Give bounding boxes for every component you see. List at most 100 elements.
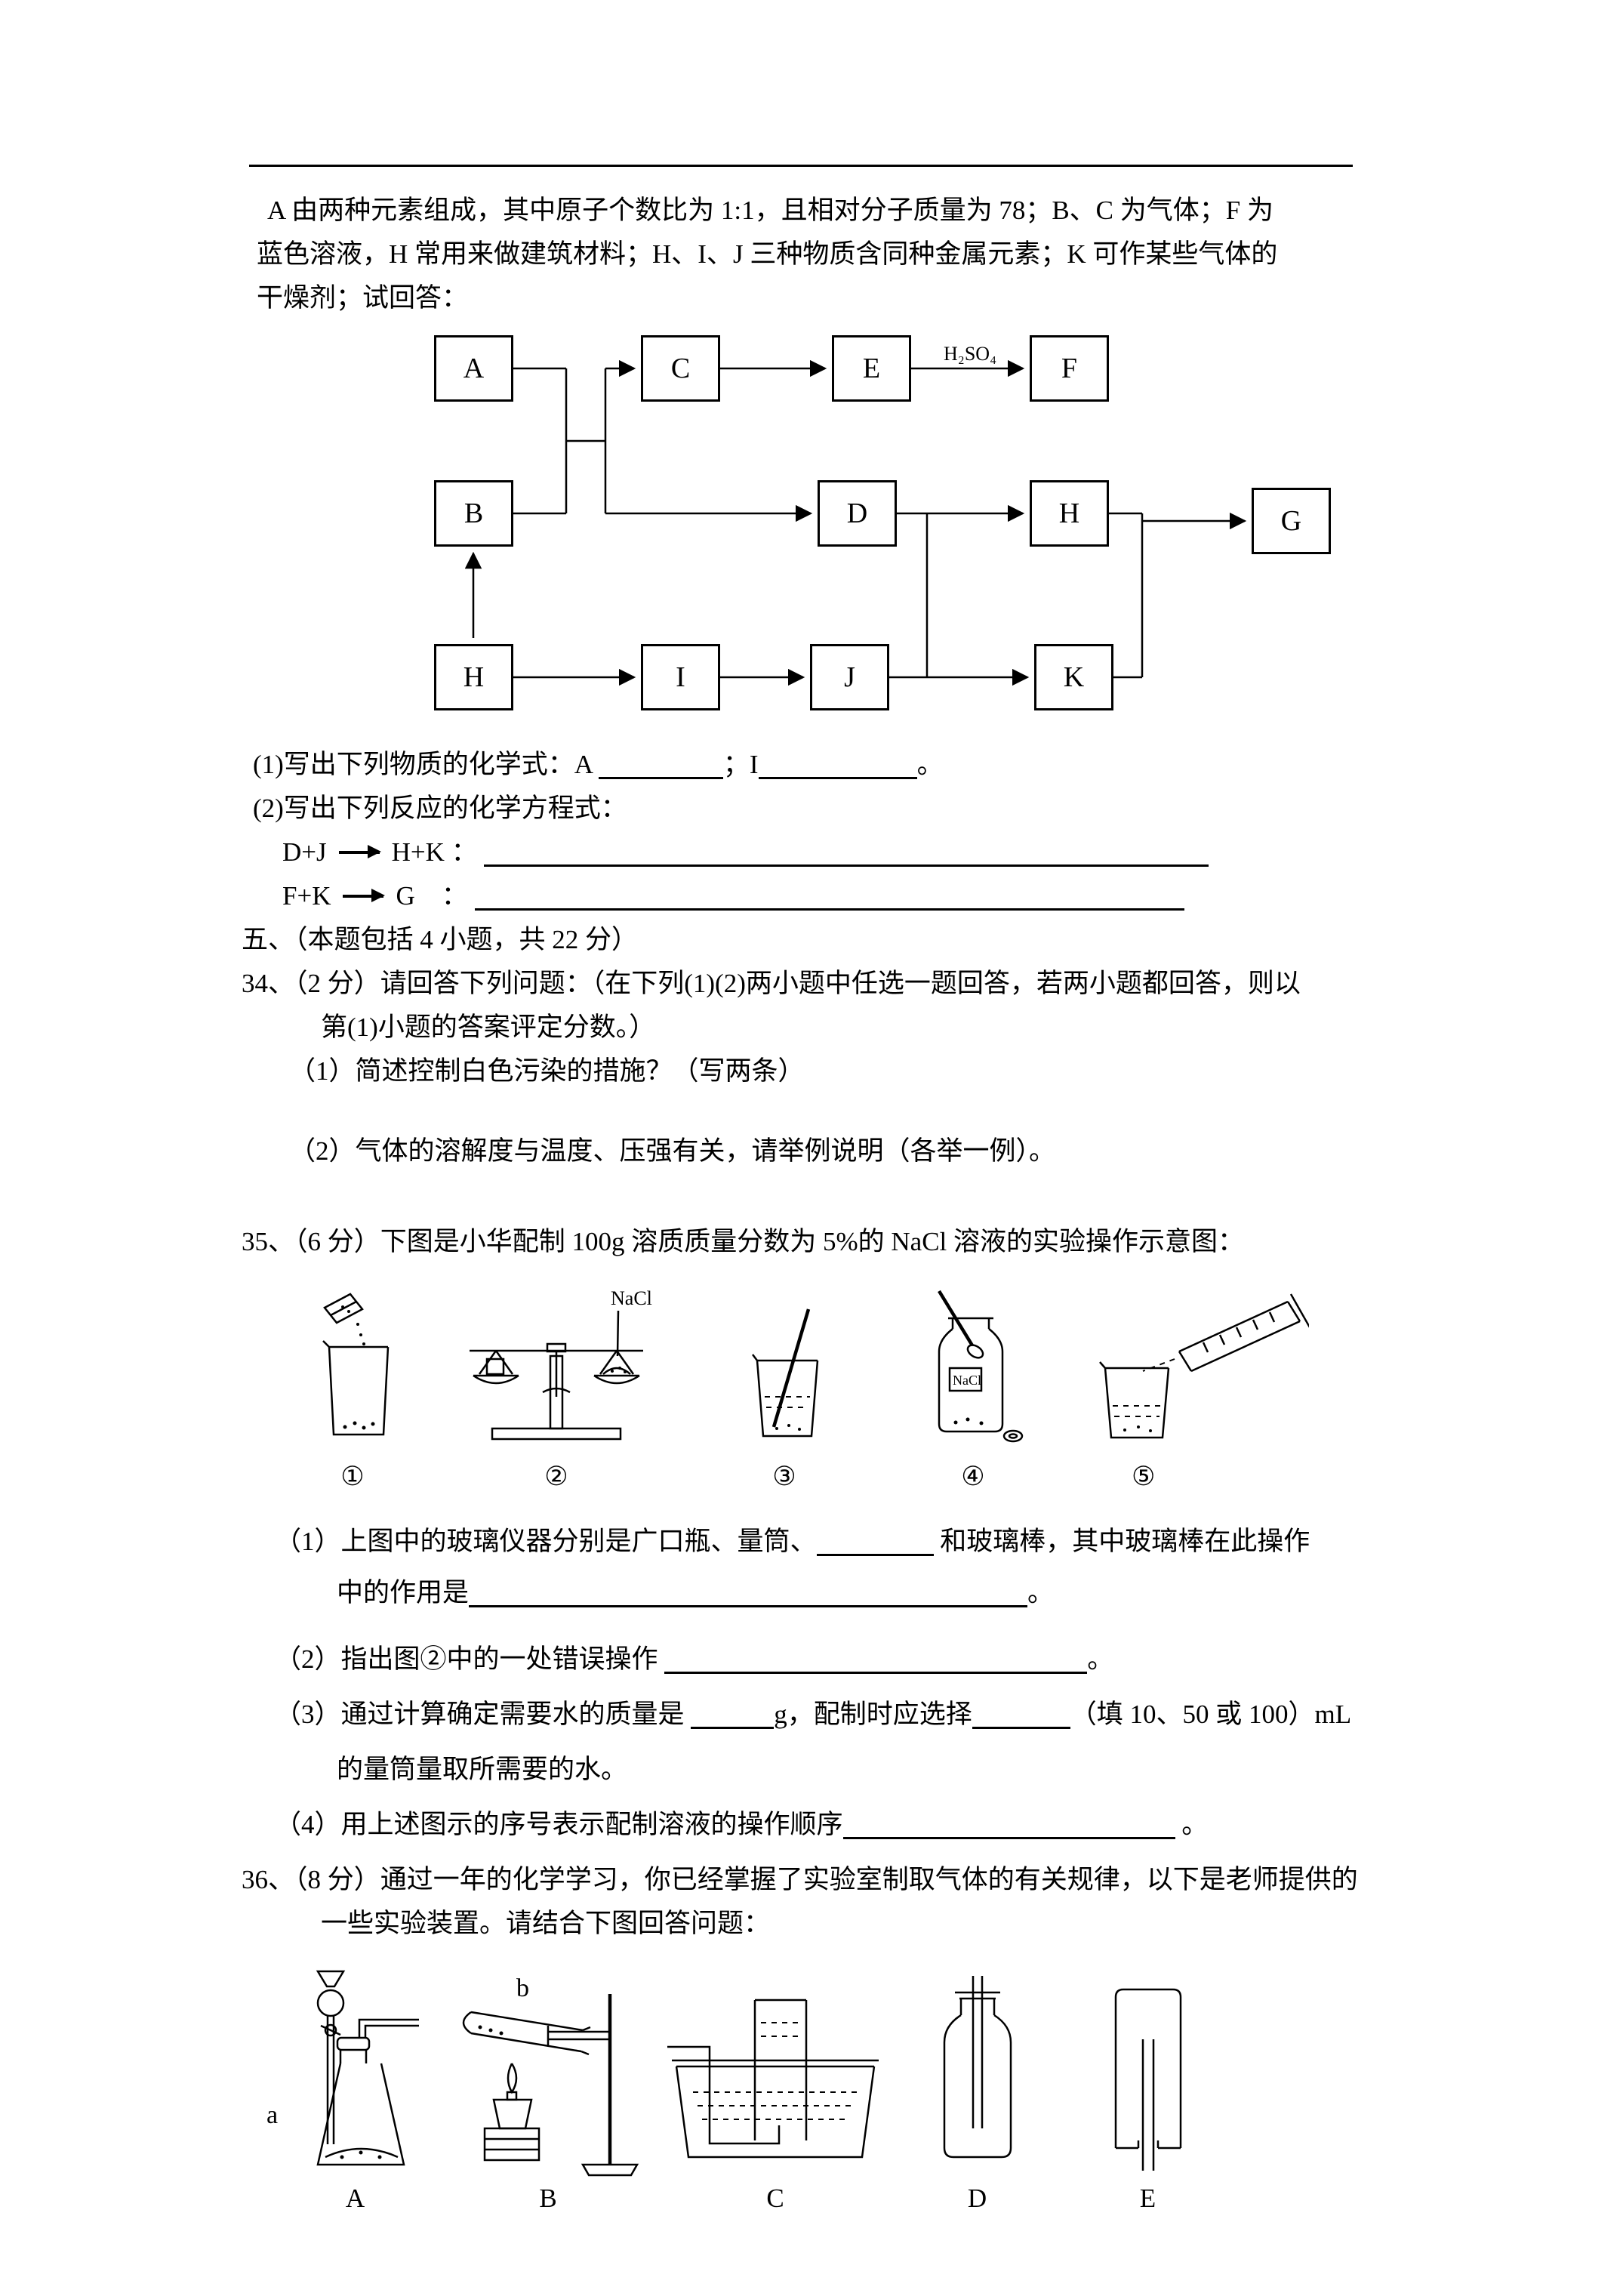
fig35-label-5: ⑤ <box>1132 1462 1156 1491</box>
q33-blank-A <box>598 750 723 779</box>
gas-bottle-illustration <box>943 1976 1012 2159</box>
q35-sub3-blank-1 <box>691 1700 775 1729</box>
q35-sub3-blank-2 <box>972 1700 1070 1729</box>
test-tube-stand-illustration <box>462 1994 639 2177</box>
q35-sub3-text-a: （3）通过计算确定需要水的质量是 <box>275 1700 685 1729</box>
fig36-inverted-jar: E <box>1093 1967 1203 2219</box>
water-trough-illustration <box>667 1999 879 2159</box>
q35-sub3-text-c: （填 10、50 或 100）mL <box>1070 1700 1352 1729</box>
flow-box-B: B <box>434 480 513 547</box>
h2so4-arrow-label: H₂SO₄ <box>944 343 996 365</box>
inverted-jar-illustration <box>1114 1988 1182 2171</box>
q35-sub1-line1: （1）上图中的玻璃仪器分别是广口瓶、量筒、 和玻璃棒，其中玻璃棒在此操作 <box>242 1520 1525 1564</box>
beaker-paper-illustration <box>322 1293 390 1436</box>
q35-sub4-blank <box>842 1810 1175 1839</box>
flowchart-arrows: H₂SO₄ <box>464 343 1247 686</box>
fig35-label-2: ② <box>544 1462 568 1491</box>
reagent-bottle-illustration: NaCl <box>938 1290 1024 1443</box>
fig36-water-trough: C <box>666 1967 885 2219</box>
stirring-beaker-illustration <box>752 1308 819 1438</box>
q33-part1-period: 。 <box>916 750 944 779</box>
gas-generator-illustration <box>316 1970 419 2166</box>
q34-item-1: （1）简述控制白色污染的措施？（写两条） <box>289 1056 805 1086</box>
q35-sub1-text-b: 和玻璃棒，其中玻璃棒在此操作 <box>940 1527 1310 1556</box>
graduated-cylinder-illustration <box>1099 1293 1309 1439</box>
fig36-label-E: E <box>1139 2184 1156 2213</box>
q36-line-2: 一些实验装置。请结合下图回答问题： <box>321 1909 771 1938</box>
eq1-products: H+K ： <box>391 837 478 867</box>
fig35-beaker-with-rod: ③ <box>747 1279 822 1497</box>
q35-sub2-text: （2）指出图②中的一处错误操作 <box>275 1644 658 1674</box>
q35-sub1-text-a: （1）上图中的玻璃仪器分别是广口瓶、量筒、 <box>275 1527 817 1556</box>
q35-sub3-text-b: g，配制时应选择 <box>774 1700 972 1729</box>
fig35-label-3: ③ <box>772 1462 796 1491</box>
eq2-blank <box>474 881 1184 911</box>
q35-sub4-text: （4）用上述图示的序号表示配制溶液的操作顺序 <box>275 1810 843 1839</box>
fig36-label-D: D <box>967 2184 987 2213</box>
q33-part2: (2)写出下列反应的化学方程式： <box>253 794 627 823</box>
flow-box-F: F <box>1030 335 1109 402</box>
q35-stem: 35、（6 分）下图是小华配制 100g 溶质质量分数为 5%的 NaCl 溶液… <box>242 1227 1245 1256</box>
fig36-flask-generator: a A <box>266 1967 421 2219</box>
fig36-label-A: A <box>345 2184 365 2213</box>
fig35-reagent-bottle: NaCl ④ <box>924 1279 1024 1497</box>
q35-sub1-line2: 中的作用是 。 <box>242 1571 1525 1615</box>
q35-sub1-blank-2 <box>469 1578 1028 1607</box>
q33-blank-I <box>758 750 917 779</box>
substance-flowchart: H₂SO₄ A C E F B D H G H I J K <box>430 331 1374 720</box>
q34-line-2: 第(1)小题的答案评定分数。） <box>321 1012 656 1042</box>
flow-box-D: D <box>818 480 897 547</box>
q35-sub1-text-c: 中的作用是 <box>337 1578 470 1607</box>
fig35-label-4: ④ <box>961 1462 985 1491</box>
flow-box-C: C <box>641 335 720 402</box>
intro-line-2: 蓝色溶液，H 常用来做建筑材料；H、I、J 三种物质含同种金属元素；K 可作某些… <box>257 239 1278 269</box>
fig35-beaker-with-paper: ① <box>311 1279 394 1497</box>
reaction-arrow-icon <box>343 888 386 902</box>
q35-sub2-blank <box>664 1644 1088 1674</box>
section-five-heading: 五、（本题包括 4 小题，共 22 分） <box>242 925 639 954</box>
fig35-label-1: ① <box>340 1462 365 1491</box>
fig36-label-B: B <box>539 2184 557 2213</box>
q35-sub2-period: 。 <box>1087 1644 1114 1674</box>
flow-box-J: J <box>810 644 889 710</box>
q34-line-1: 34、（2 分）请回答下列问题：（在下列(1)(2)两小题中任选一题回答，若两小… <box>242 969 1301 998</box>
spacer <box>242 1173 1525 1220</box>
balance-illustration: NaCl <box>470 1287 652 1441</box>
q35-sub1-period: 。 <box>1027 1578 1055 1607</box>
q35-sub2-line: （2）指出图②中的一处错误操作 。 <box>242 1638 1525 1681</box>
header-divider <box>249 165 1353 167</box>
q36-figure-row: a A b <box>266 1967 1525 2219</box>
eq2-products: G ： <box>396 881 468 911</box>
eq1-reactants: D+J <box>282 837 327 867</box>
q35-sub4-period: 。 <box>1181 1810 1209 1839</box>
q35-sub3-line1: （3）通过计算确定需要水的质量是 g，配制时应选择 （填 10、50 或 100）… <box>242 1693 1525 1737</box>
q33-equation-2: F+K G ： <box>242 874 1525 918</box>
flow-box-K: K <box>1034 644 1113 710</box>
fig36-label-b: b <box>516 1974 529 2002</box>
q35-figure-row: ① NaCl ② <box>311 1279 1525 1497</box>
fig36-label-C: C <box>766 2184 784 2213</box>
q33-part1-text: (1)写出下列物质的化学式：A <box>253 750 593 779</box>
fig35-cylinder-pouring: ⑤ <box>1090 1279 1309 1497</box>
q35-sub4-line: （4）用上述图示的序号表示配制溶液的操作顺序 。 <box>242 1803 1525 1847</box>
flow-box-I: I <box>641 644 720 710</box>
flow-box-A: A <box>434 335 513 402</box>
fig35-balance: NaCl ② <box>451 1279 662 1497</box>
intro-line-1: A 由两种元素组成，其中原子个数比为 1:1，且相对分子质量为 78；B、C 为… <box>267 196 1273 225</box>
eq2-reactants: F+K <box>282 881 331 911</box>
q33-part1-sep: ；I <box>722 750 759 779</box>
flow-box-H2: H <box>434 644 513 710</box>
balance-nacl-label: NaCl <box>611 1287 652 1309</box>
q33-part1: (1)写出下列物质的化学式：A ；I 。 <box>242 743 1525 787</box>
flow-box-H: H <box>1030 480 1109 547</box>
q34-item-2: （2）气体的溶解度与温度、压强有关，请举例说明（各举一例）。 <box>289 1136 1056 1166</box>
reaction-arrow-icon <box>338 844 381 858</box>
eq1-blank <box>484 837 1209 867</box>
q35-sub1-blank-1 <box>816 1527 934 1556</box>
bottle-nacl-label: NaCl <box>953 1373 981 1388</box>
flow-box-E: E <box>832 335 911 402</box>
q35-sub3-line2: 的量筒量取所需要的水。 <box>337 1755 628 1784</box>
q33-equation-1: D+J H+K ： <box>242 831 1525 874</box>
fig36-label-a: a <box>266 2101 279 2129</box>
